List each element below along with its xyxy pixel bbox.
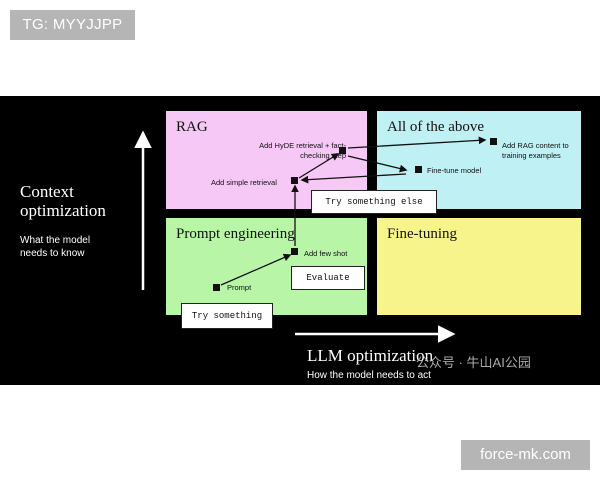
arrow-hyde-to-addrag: [347, 136, 487, 149]
callout-try-something: Try something: [181, 303, 273, 329]
y-axis-subtitle: What the model needs to know: [20, 235, 91, 259]
node-hyde-marker: [339, 147, 346, 154]
x-axis-title: LLM optimization: [307, 346, 434, 365]
x-axis-subtitle: How the model needs to act: [307, 370, 431, 381]
node-simple-label: Add simple retrieval: [211, 178, 277, 187]
node-finetune-marker: [415, 166, 422, 173]
watermark: 公众号 · 牛山AI公园: [416, 355, 531, 370]
node-hyde-label: Add HyDE retrieval + fact-checking step: [259, 141, 346, 160]
node-fewshot-label: Add few shot: [304, 249, 348, 258]
arrow-simple-to-hyde: [298, 153, 340, 179]
node-simple-marker: [291, 177, 298, 184]
arrow-finetune-to-simple: [300, 173, 407, 184]
node-fewshot-marker: [291, 248, 298, 255]
quadrant-fine-tuning: Fine-tuning: [377, 218, 581, 315]
quadrant-rag-title: RAG: [176, 119, 208, 135]
arrow-hyde-to-finetune: [347, 155, 408, 173]
node-prompt-marker: [213, 284, 220, 291]
quadrant-fine-tuning-title: Fine-tuning: [387, 226, 457, 242]
node-prompt-label: Prompt: [227, 283, 252, 292]
bottom-tag: force-mk.com: [461, 440, 590, 470]
y-axis-title: Context optimization: [20, 182, 106, 220]
node-addrag-marker: [490, 138, 497, 145]
arrow-prompt-to-fewshot: [220, 253, 292, 286]
callout-try-something-else: Try something else: [311, 190, 437, 214]
quadrant-prompt-engineering-title: Prompt engineering: [176, 226, 295, 242]
top-tag: TG: MYYJJPP: [10, 10, 135, 40]
node-addrag-label: Add RAG content to training examples: [502, 141, 569, 160]
quadrant-all-title: All of the above: [387, 119, 485, 135]
callout-evaluate: Evaluate: [291, 266, 365, 290]
diagram-canvas: RAG All of the above Prompt engineering …: [0, 96, 600, 385]
node-finetune-label: Fine-tune model: [427, 166, 482, 175]
diagram-arrows: [134, 130, 497, 343]
